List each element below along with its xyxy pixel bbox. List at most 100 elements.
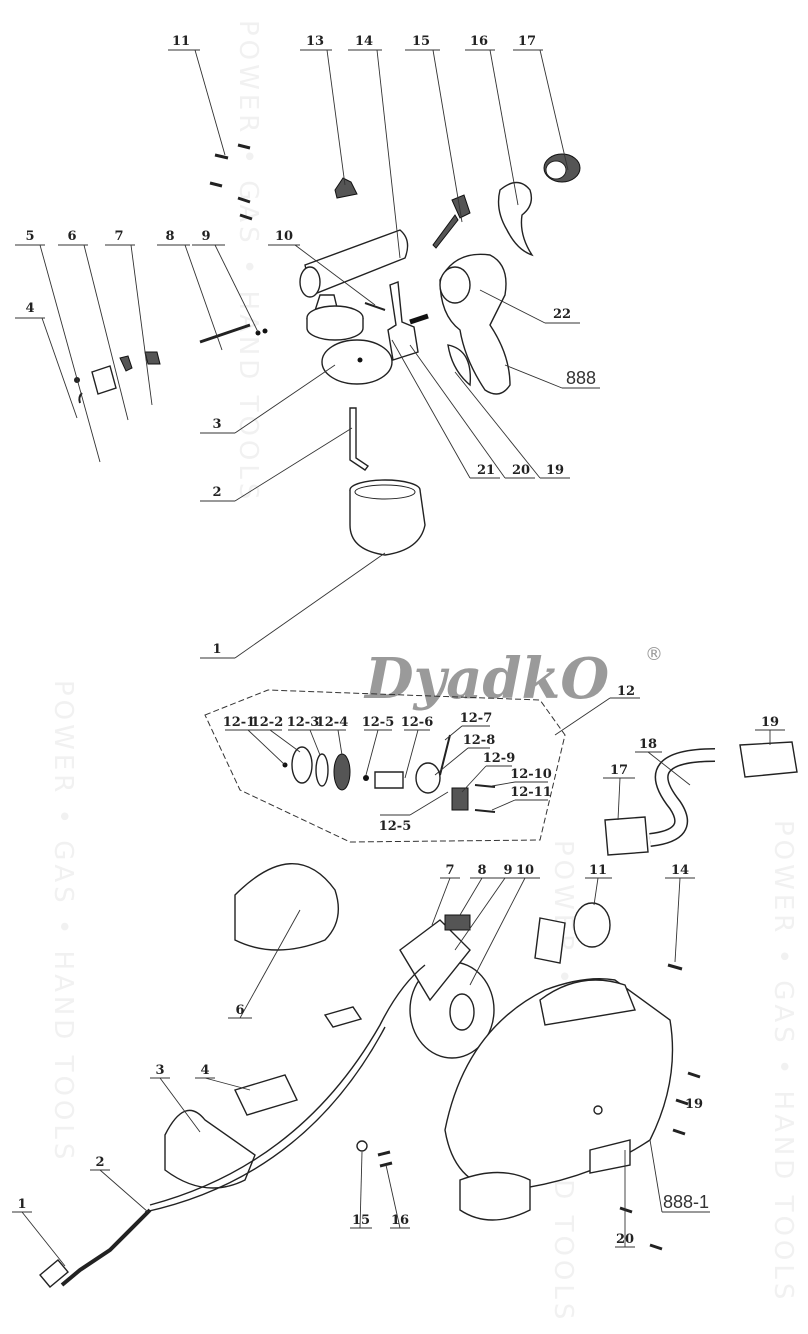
part-16-trigger xyxy=(497,181,534,257)
callout-label: 12-9 xyxy=(483,751,516,766)
callout-label: 2 xyxy=(95,1155,104,1170)
callout-leader-line xyxy=(479,289,546,324)
base-parts xyxy=(39,689,798,1288)
callout-label: 888 xyxy=(566,368,596,388)
callout-label: 6 xyxy=(67,229,76,244)
part-10-motor xyxy=(399,914,495,1059)
callout-leader-line xyxy=(214,244,259,333)
callout-label: 3 xyxy=(155,1063,164,1078)
callout-label: 19 xyxy=(546,463,564,478)
part-3-gasket xyxy=(321,339,393,385)
callout-label: 21 xyxy=(477,463,495,478)
part-2-hose-line xyxy=(149,964,426,1206)
motor-callout-12-5: 12-5 xyxy=(362,715,394,776)
motor-callout-12-3: 12-3 xyxy=(287,715,321,756)
callout-label: 18 xyxy=(639,737,657,752)
callout-label: 888-1 xyxy=(663,1192,709,1212)
callout-leader-line xyxy=(269,729,301,753)
gun-callout-11: 11 xyxy=(168,34,226,156)
part-17-knob xyxy=(543,153,581,183)
callout-leader-line xyxy=(159,1077,201,1133)
callout-leader-line xyxy=(404,729,419,779)
callout-label: 12-4 xyxy=(316,715,349,730)
callout-leader-line xyxy=(39,244,101,463)
callout-leader-line xyxy=(309,729,321,756)
gun-callout-8: 8 xyxy=(157,229,223,351)
callout-label: 12-1 xyxy=(223,715,256,730)
base-callout-6: 6 xyxy=(228,909,301,1019)
callout-label: 20 xyxy=(616,1232,634,1247)
motor-callout-12-5: 12-5 xyxy=(379,791,449,834)
callout-label: 12-6 xyxy=(401,715,434,730)
callout-label: 4 xyxy=(25,301,34,316)
callout-leader-line xyxy=(41,317,78,419)
gun-callout-9: 9 xyxy=(192,229,259,333)
callout-label: 11 xyxy=(589,863,607,878)
motor-callout-12-8: 12-8 xyxy=(434,733,495,776)
gun-callout-5: 5 xyxy=(15,229,101,463)
callout-label: 11 xyxy=(172,34,190,49)
base-callout-19: 19 xyxy=(755,715,785,745)
part-11-connector xyxy=(534,902,611,964)
base-callout-10: 10 xyxy=(469,863,540,986)
callout-label: 12-3 xyxy=(287,715,320,730)
callout-leader-line xyxy=(247,729,286,766)
callout-leader-line xyxy=(539,49,569,171)
part-3-air-filter-housing xyxy=(164,1109,256,1189)
callout-label: 14 xyxy=(671,863,689,878)
gun-callout-4: 4 xyxy=(15,301,78,419)
callout-label: 20 xyxy=(512,463,530,478)
callout-leader-line xyxy=(431,877,451,926)
callout-label: 12-10 xyxy=(510,767,552,782)
part-5-air-cap xyxy=(91,365,117,395)
callout-leader-line xyxy=(432,49,463,223)
callout-leader-line xyxy=(409,344,506,479)
callout-leader-line xyxy=(234,427,353,502)
motor-callout-12-1: 12-1 xyxy=(223,715,286,766)
callout-leader-line xyxy=(376,49,401,259)
motor-callout-12-11: 12-11 xyxy=(491,785,552,811)
callout-leader-line xyxy=(130,244,153,406)
callout-label: 7 xyxy=(114,229,123,244)
callout-label: 7 xyxy=(445,863,454,878)
gun-callout-20: 20 xyxy=(409,344,535,479)
callout-leader-line xyxy=(365,729,379,776)
gun-callout-15: 15 xyxy=(405,34,463,223)
gun-callout-1: 1 xyxy=(200,552,386,659)
callout-leader-line xyxy=(83,244,129,421)
callout-leader-line xyxy=(454,877,506,951)
part-15-lever xyxy=(432,194,471,249)
part-9-seal xyxy=(255,330,261,336)
callout-label: 12-7 xyxy=(460,711,493,726)
callout-leader-line xyxy=(194,49,226,156)
callout-leader-line xyxy=(391,339,471,479)
callout-label: 14 xyxy=(355,34,373,49)
callout-label: 8 xyxy=(477,863,486,878)
callout-label: 2 xyxy=(212,485,221,500)
watermark-text-left: POWER • GAS • HAND TOOLS xyxy=(233,20,263,503)
logo-text: DyadkO xyxy=(363,646,609,712)
base-callout-18: 18 xyxy=(635,737,691,786)
base-callout-888-1: 888-1 xyxy=(649,1139,710,1213)
callout-label: 1 xyxy=(212,642,221,657)
callout-label: 10 xyxy=(516,863,534,878)
base-callout-7: 7 xyxy=(431,863,460,926)
callout-leader-line xyxy=(491,781,516,787)
gun-callout-17: 17 xyxy=(513,34,569,171)
base-callout-9: 9 xyxy=(454,863,522,951)
watermark-text-left-lower: POWER • GAS • HAND TOOLS xyxy=(48,680,78,1163)
motor-callout-12-7: 12-7 xyxy=(444,711,493,741)
callout-label: 9 xyxy=(503,863,512,878)
base-callout-20: 20 xyxy=(615,1150,635,1248)
base-callout-14: 14 xyxy=(665,863,695,963)
callout-leader-line xyxy=(21,1211,66,1267)
gun-callout-2: 2 xyxy=(200,427,353,502)
gun-callout-21: 21 xyxy=(391,339,500,479)
watermark-text-right: POWER • GAS • HAND TOOLS xyxy=(768,820,798,1303)
callout-label: 12-2 xyxy=(251,715,284,730)
base-callout-1: 1 xyxy=(12,1197,66,1267)
callout-label: 8 xyxy=(165,229,174,244)
callout-leader-line xyxy=(337,729,343,756)
callout-label: 3 xyxy=(212,417,221,432)
